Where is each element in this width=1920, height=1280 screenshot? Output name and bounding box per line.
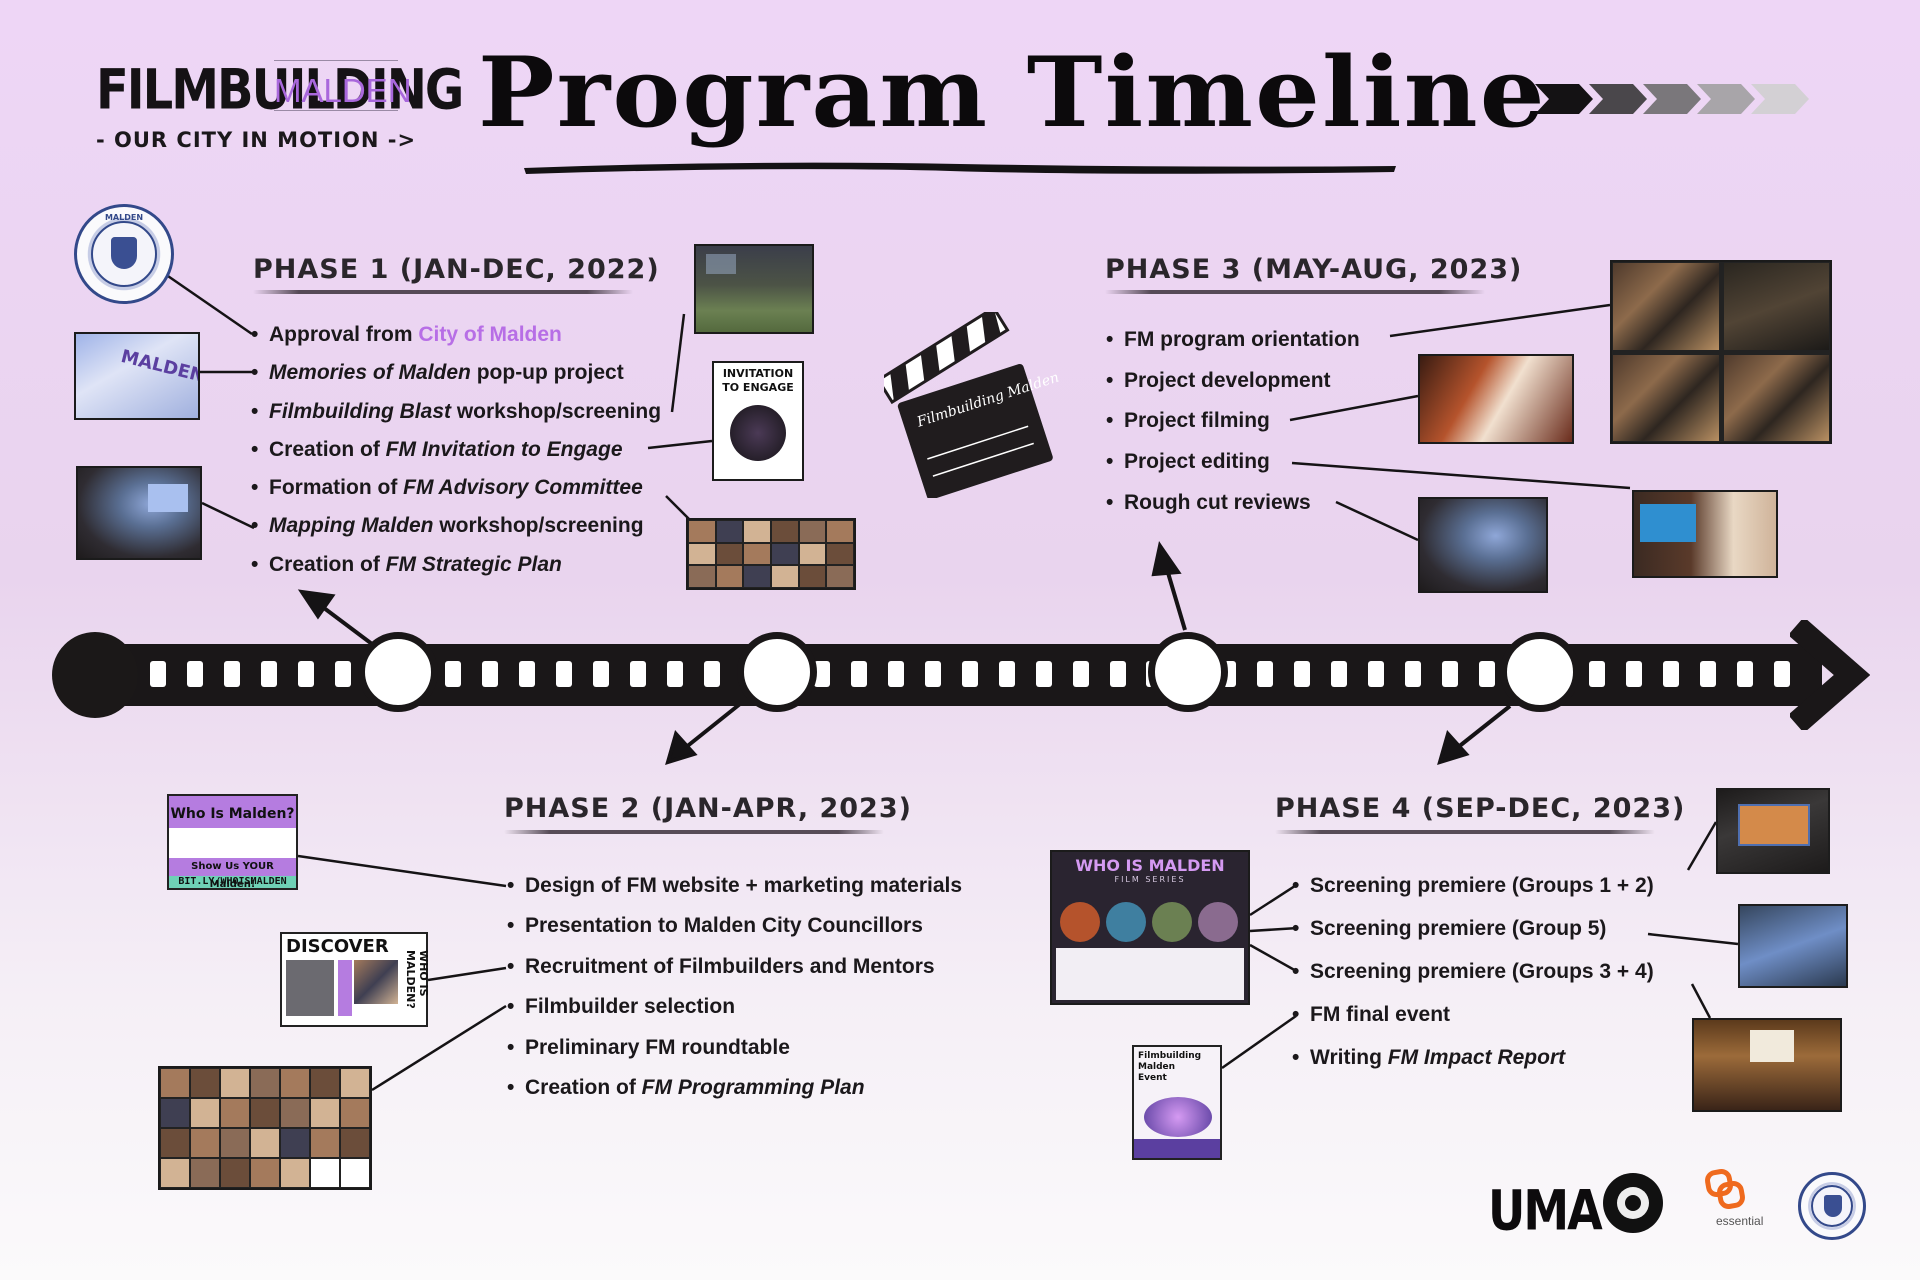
list-item: Filmbuilder selection [507,987,962,1027]
phase-1-list: Approval from City of Malden Memories of… [251,316,661,584]
logo-rule-top [274,60,398,61]
timeline-node-phase-3 [1148,632,1228,712]
logo-city: MALDEN [274,72,412,109]
list-item: Design of FM website + marketing materia… [507,866,962,906]
list-item: Creation of FM Strategic Plan [251,546,661,584]
list-item: Writing FM Impact Report [1292,1037,1654,1080]
list-item: Project development [1106,361,1360,402]
partner-logo-umfa: UMA [1488,1178,1603,1243]
timeline-start [52,632,138,718]
phase-2-underline [504,830,884,834]
list-item: FM program orientation [1106,320,1360,361]
timeline-end-arrow-icon [1790,620,1870,730]
clapperboard-icon [884,312,1053,498]
film-series-flyer: WHO IS MALDEN FILM SERIES [1050,850,1250,1005]
discover-flyer: DISCOVER WHO IS MALDEN? [280,932,430,1027]
page-title: Program Timeline [478,36,1547,149]
rough-cut-review-photo [1418,497,1548,593]
timeline-node-phase-4 [1500,632,1580,712]
city-seal-icon: MALDEN [74,204,174,304]
invitation-poster: INVITATION TO ENGAGE [712,361,804,481]
project-editing-photo [1632,490,1778,578]
screening-photo-2 [1738,904,1848,988]
list-item: Preliminary FM roundtable [507,1028,962,1068]
tagline: - OUR CITY IN MOTION -> [96,128,417,152]
partner-logo-essential-icon [1705,1169,1745,1209]
timeline-node-phase-1 [358,632,438,712]
list-item: Screening premiere (Groups 3 + 4) [1292,951,1654,994]
timeline-node-phase-2 [737,632,817,712]
orientation-photo-collage [1610,260,1832,444]
list-item: Mapping Malden workshop/screening [251,507,661,545]
list-item: Project filming [1106,401,1360,442]
list-item: Recruitment of Filmbuilders and Mentors [507,947,962,987]
filmbuilders-grid-photo [158,1066,372,1190]
zoom-meeting-photo [686,518,856,590]
list-item: Screening premiere (Groups 1 + 2) [1292,865,1654,908]
chevron-arrows-icon [1535,84,1809,114]
project-development-photo [1418,354,1574,444]
list-item: Presentation to Malden City Councillors [507,906,962,946]
phase-2-heading: PHASE 2 (JAN-APR, 2023) [504,793,912,824]
partner-logo-essential-text: essential [1716,1214,1764,1228]
who-is-malden-flyer: Who Is Malden? Show Us YOUR Malden! BIT.… [167,794,298,890]
screening-photo-1 [1716,788,1830,874]
list-item: FM final event [1292,994,1654,1037]
final-event-flyer: Filmbuilding Malden Event [1132,1045,1222,1160]
phase-3-heading: PHASE 3 (MAY-AUG, 2023) [1105,254,1523,285]
list-item: Formation of FM Advisory Committee [251,469,661,507]
list-item: Filmbuilding Blast workshop/screening [251,393,661,431]
list-item: Creation of FM Programming Plan [507,1068,962,1108]
list-item: Project editing [1106,442,1360,483]
workshop-screening-photo [76,466,202,560]
outdoor-screening-photo [694,244,814,334]
list-item: Approval from City of Malden [251,316,661,354]
partner-logo-swirl-icon [1603,1173,1663,1233]
list-item: Memories of Malden pop-up project [251,354,661,392]
phase-3-underline [1105,290,1485,294]
phase-4-list: Screening premiere (Groups 1 + 2) Screen… [1292,865,1654,1080]
phase-1-heading: PHASE 1 (JAN-DEC, 2022) [253,254,660,285]
list-item: Creation of FM Invitation to Engage [251,431,661,469]
title-brush-stroke [524,162,1396,174]
logo-rule-bottom [274,110,398,111]
phase-4-heading: PHASE 4 (SEP-DEC, 2023) [1275,793,1686,824]
phase-3-list: FM program orientation Project developme… [1106,320,1360,523]
filmbuilding-logo: FILMBUILDING [96,58,464,123]
list-item: Rough cut reviews [1106,483,1360,524]
phase-1-underline [253,290,633,294]
phase-4-underline [1275,830,1655,834]
memories-popup-photo: MALDEN [74,332,200,420]
list-item: Screening premiere (Group 5) [1292,908,1654,951]
partner-city-seal-icon [1798,1172,1866,1240]
phase-2-list: Design of FM website + marketing materia… [507,866,962,1108]
screening-photo-3 [1692,1018,1842,1112]
